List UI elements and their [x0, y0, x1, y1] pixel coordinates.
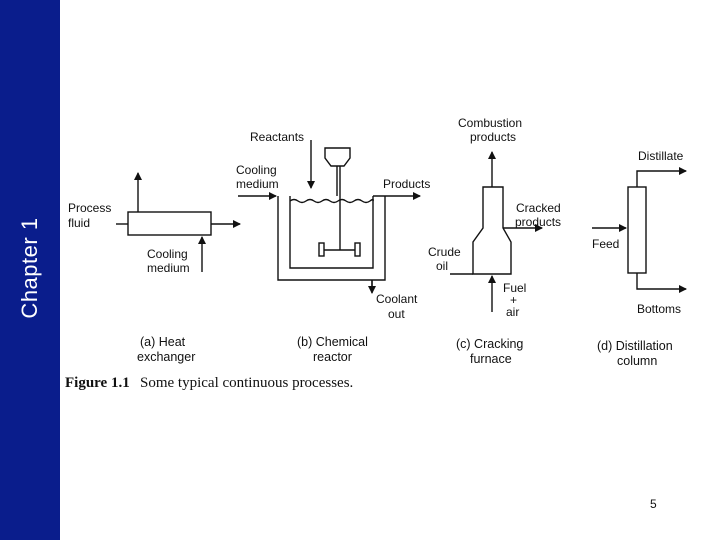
- page-number: 5: [650, 497, 657, 511]
- a-cooling-medium-label-1: Cooling: [147, 247, 188, 261]
- agitator-blade-left: [318, 242, 325, 257]
- bottoms-arrow: [636, 273, 687, 293]
- distillate-label: Distillate: [638, 149, 684, 163]
- furnace-body: [472, 186, 512, 275]
- reactor-vessel-inner: [289, 196, 374, 269]
- chapter-sidebar: Chapter 1: [0, 0, 60, 540]
- figure-number: Figure 1.1: [65, 375, 130, 391]
- coolant-out-label-2: out: [388, 307, 405, 321]
- bottoms-label: Bottoms: [637, 302, 681, 316]
- caption-c-line-2: furnace: [470, 352, 512, 366]
- distillation-column: [627, 186, 647, 274]
- distillation-column-diagram: Distillate Feed Bottoms (d) Distillation…: [592, 149, 687, 368]
- crude-oil-label-2: oil: [436, 259, 448, 273]
- caption-b-line-2: reactor: [313, 350, 352, 364]
- cracked-products-label-1: Cracked: [516, 201, 561, 215]
- cracked-products-label-2: products: [515, 215, 561, 229]
- caption-a-line-2: exchanger: [137, 350, 195, 364]
- caption-b-line-1: (b) Chemical: [297, 335, 368, 349]
- cracking-furnace-diagram: Combustion products Cracked products Cru…: [428, 116, 561, 366]
- caption-c-line-1: (c) Cracking: [456, 337, 523, 351]
- process-fluid-label-2: fluid: [68, 216, 90, 230]
- coolant-out-label-1: Coolant: [376, 292, 418, 306]
- figure-caption: Some typical continuous processes.: [140, 375, 353, 391]
- a-cooling-medium-label-2: medium: [147, 261, 190, 275]
- plus-label: +: [510, 293, 517, 307]
- combustion-products-label-1: Combustion: [458, 116, 522, 130]
- b-cooling-medium-label-1: Cooling: [236, 163, 277, 177]
- process-fluid-label-1: Process: [68, 201, 111, 215]
- distillate-arrow: [636, 167, 687, 187]
- chemical-reactor-diagram: Reactants Cooling medium Products Coolan…: [236, 130, 430, 364]
- caption-d-line-2: column: [617, 354, 657, 368]
- heat-exchanger-diagram: Process fluid Cooling medium (a) Heat ex…: [68, 172, 241, 364]
- combustion-products-label-2: products: [470, 130, 516, 144]
- fuel-label: Fuel: [503, 281, 526, 295]
- reactants-label: Reactants: [250, 130, 304, 144]
- caption-d-line-1: (d) Distillation: [597, 339, 673, 353]
- products-label: Products: [383, 177, 430, 191]
- caption-a-line-1: (a) Heat: [140, 335, 186, 349]
- reactant-hopper: [324, 147, 351, 167]
- feed-label: Feed: [592, 237, 619, 251]
- crude-oil-label-1: Crude: [428, 245, 461, 259]
- agitator-blade-right: [354, 242, 361, 257]
- b-cooling-medium-label-2: medium: [236, 177, 279, 191]
- reactor-jacket-outer: [277, 196, 386, 281]
- liquid-level: [289, 198, 374, 204]
- air-label: air: [506, 305, 519, 319]
- heat-exchanger-shell: [127, 211, 212, 236]
